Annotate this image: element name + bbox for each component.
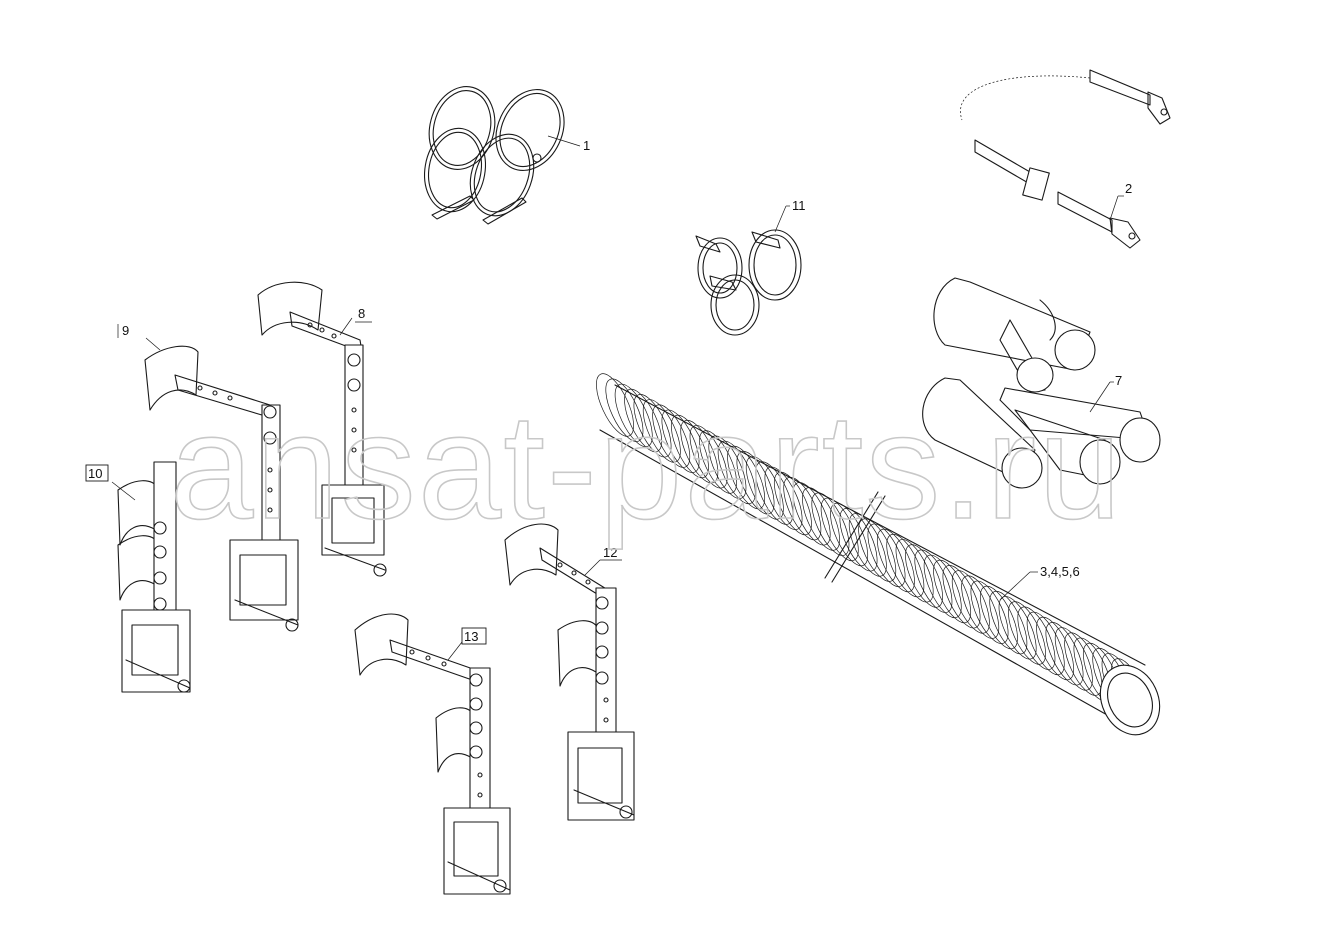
hose-rib bbox=[596, 373, 634, 437]
hose-rib bbox=[717, 440, 756, 505]
hose-rib bbox=[923, 554, 962, 619]
hose-rib bbox=[633, 394, 672, 458]
hose-rib bbox=[745, 456, 784, 520]
hose-rib bbox=[605, 378, 644, 442]
part-12-bracket[interactable] bbox=[504, 523, 635, 821]
hose-rib bbox=[933, 559, 972, 624]
callout-3-4-5-6: 3,4,5,6 bbox=[1040, 564, 1080, 579]
hose-rib bbox=[951, 570, 990, 634]
hose-rib bbox=[942, 565, 981, 629]
hose-rib bbox=[773, 471, 812, 536]
callout-12: 12 bbox=[603, 545, 617, 560]
hose-rib bbox=[727, 445, 766, 510]
hose-rib bbox=[708, 435, 747, 499]
callout-11: 11 bbox=[792, 198, 806, 213]
hose-rib bbox=[802, 487, 840, 551]
callout-2: 2 bbox=[1125, 181, 1132, 196]
hose-rib bbox=[867, 523, 906, 587]
hose-rib bbox=[783, 476, 822, 541]
callout-13: 13 bbox=[464, 629, 478, 644]
callout-7: 7 bbox=[1115, 373, 1122, 388]
part-1-ring-clamps[interactable] bbox=[418, 78, 577, 225]
hose-rib bbox=[858, 518, 897, 582]
callout-8: 8 bbox=[358, 306, 365, 321]
hose-rib bbox=[624, 388, 663, 453]
hose-rib bbox=[614, 383, 653, 448]
hose-rib bbox=[914, 549, 953, 613]
hose-rib bbox=[970, 580, 1009, 644]
hose-rib bbox=[1064, 632, 1103, 696]
hose-rib bbox=[820, 497, 859, 562]
part-11-band-clamps[interactable] bbox=[695, 229, 802, 336]
callout-9: 9 bbox=[122, 323, 129, 338]
part-2-strap[interactable] bbox=[960, 69, 1171, 249]
hose-rib bbox=[792, 482, 831, 546]
hose-rib bbox=[811, 492, 850, 556]
hose-rib bbox=[961, 575, 1000, 639]
hose-rib bbox=[764, 466, 803, 530]
hose-rib bbox=[652, 404, 691, 468]
callout-1: 1 bbox=[583, 138, 590, 153]
hose-rib bbox=[670, 414, 709, 479]
hose-rib bbox=[905, 544, 943, 608]
hose-rib bbox=[736, 451, 775, 515]
hose-rib bbox=[1026, 611, 1065, 676]
hose-rib bbox=[1036, 616, 1075, 681]
part-9-bracket[interactable] bbox=[144, 345, 299, 632]
hose-rib bbox=[1054, 627, 1093, 691]
part-10-bracket[interactable] bbox=[117, 461, 191, 693]
callout-10: 10 bbox=[88, 466, 102, 481]
hose-rib bbox=[979, 585, 1018, 650]
hose-rib bbox=[886, 533, 925, 598]
hose-rib bbox=[1008, 601, 1046, 665]
hose-rib bbox=[680, 419, 719, 484]
hose-rib bbox=[661, 409, 700, 473]
watermark-text: ansat-parts.ru bbox=[170, 382, 1123, 550]
hose-rib bbox=[1017, 606, 1056, 670]
hose-rib bbox=[876, 528, 915, 593]
part-8-bracket[interactable] bbox=[257, 281, 387, 577]
hose-rib bbox=[895, 539, 934, 603]
hose-rib bbox=[989, 590, 1028, 655]
hose-rib bbox=[642, 399, 681, 463]
part-13-bracket[interactable] bbox=[354, 613, 511, 895]
hose-rib bbox=[755, 461, 794, 525]
hose-rib bbox=[699, 430, 737, 494]
hose-rib bbox=[830, 502, 869, 567]
part-3-6-corrugated-hose[interactable] bbox=[589, 369, 1171, 745]
part-7-tubes[interactable] bbox=[922, 277, 1161, 489]
hose-rib bbox=[689, 425, 728, 489]
hose-rib bbox=[848, 513, 887, 577]
hose-rib bbox=[839, 508, 878, 572]
hose-rib bbox=[1045, 622, 1084, 686]
